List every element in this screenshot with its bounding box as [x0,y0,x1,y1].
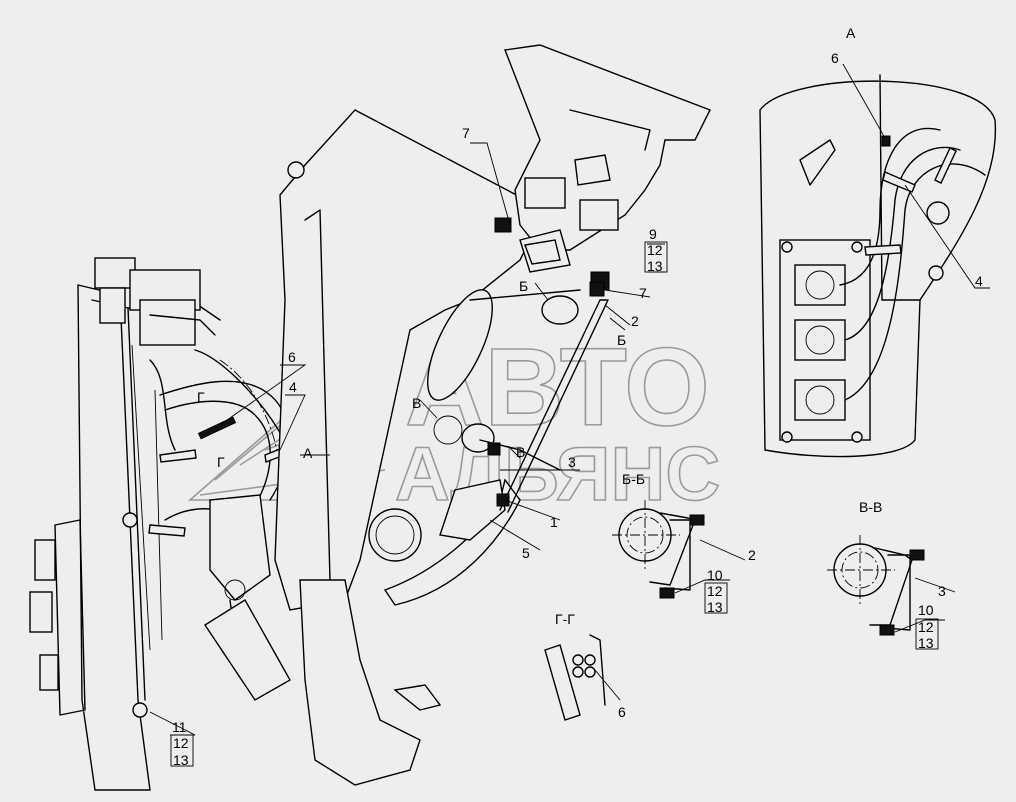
section-bb [612,500,746,599]
callout-boxes [170,241,939,767]
callout-mid-7: 7 [639,285,647,301]
top-console [494,44,711,291]
callout-gg-6: 6 [618,704,626,720]
callout-a-4: 4 [975,273,983,289]
marker-v2: В [516,444,525,460]
callout-top-12: 12 [647,242,663,258]
marker-a-arrow: А [303,445,313,461]
section-vv [827,535,956,636]
callout-a-6: 6 [831,50,839,66]
callout-1: 1 [550,514,558,530]
callout-5: 5 [522,545,530,561]
callout-vv-10: 10 [918,602,934,618]
callout-top-7: 7 [462,125,470,141]
callout-bb-10: 10 [707,567,723,583]
view-a [759,63,997,458]
marker-b2: Б [617,332,626,348]
callout-9: 9 [649,226,657,242]
callout-mid-2: 2 [631,313,639,329]
marker-g2: Г [217,454,225,470]
callout-11: 11 [172,719,187,735]
marker-b1: Б [519,278,528,294]
marker-g1: Г [197,389,205,405]
pedal-bracket-body [274,109,546,786]
callout-bb-2: 2 [748,547,756,563]
labels: А Б-Б В-В Г-Г Б Б В В Г Г А 7 9 12 13 7 … [172,25,983,768]
watermark-line2: АЛЬЯНС [395,432,720,517]
main-cable-assembly [461,281,609,513]
callout-bb-13: 13 [707,599,723,615]
callout-vv-12: 12 [918,619,934,635]
callout-left-6: 6 [288,349,296,365]
section-bb-title: Б-Б [622,471,645,487]
section-vv-title: В-В [859,499,882,515]
callout-bb-12: 12 [707,583,723,599]
callout-left-12: 12 [173,735,189,751]
callout-vv-3: 3 [938,583,946,599]
leader-lines [149,142,665,736]
section-gg-title: Г-Г [555,611,575,627]
callout-vv-13: 13 [918,635,934,651]
view-a-title: А [846,25,856,41]
callout-left-4: 4 [289,379,297,395]
marker-v1: В [412,395,421,411]
section-gg [544,634,621,721]
cab-side-panel [29,257,301,791]
callout-3: 3 [568,454,576,470]
callout-left-13: 13 [173,752,189,768]
callout-top-13: 13 [647,258,663,274]
